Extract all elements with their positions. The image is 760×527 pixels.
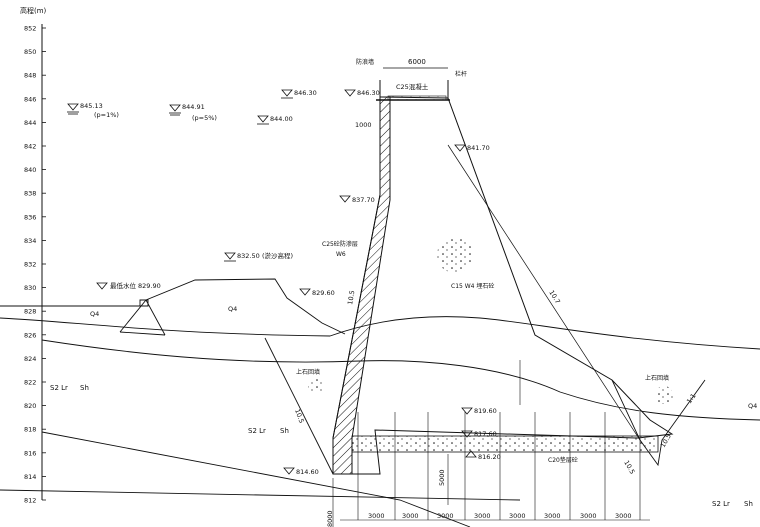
axis-tick-label: 848 — [24, 72, 36, 80]
spacing-dim: 3000 — [615, 512, 632, 520]
side-slope: 1:1 — [685, 392, 698, 405]
face-concrete: C25砼防渗层 — [322, 240, 358, 248]
crest-label-right: 栏杆 — [455, 70, 467, 78]
normal-level: 844.00 — [270, 115, 293, 123]
face-slope: 10.5 — [346, 290, 356, 306]
rock-mid-b: Sh — [280, 427, 289, 435]
elev-829-90: 829.90 — [138, 282, 161, 290]
parapet-dim: 1000 — [355, 121, 372, 129]
axis-tick-label: 830 — [24, 284, 36, 292]
spacing-dim: 3000 — [474, 512, 491, 520]
earth-right: 上石回填 — [645, 374, 669, 382]
axis-tick-label: 814 — [24, 473, 36, 481]
axis-tick-label: 846 — [24, 95, 36, 103]
q4-b: Q4 — [228, 305, 237, 313]
upstream-slope: 10.5 — [293, 408, 305, 424]
flood-design-note: (p=5%) — [192, 114, 217, 122]
spacing-dim: 3000 — [544, 512, 561, 520]
axis-tick-label: 816 — [24, 449, 36, 457]
elev-829-60: 829.60 — [312, 289, 335, 297]
rock-left-b: Sh — [80, 384, 89, 392]
flood-design-level: 844.91 — [182, 103, 205, 111]
grout-depth: 5000 — [438, 469, 446, 486]
axis-tick-label: 828 — [24, 308, 36, 316]
face-concrete-note: W6 — [336, 251, 346, 258]
rock-mid: S2 Lr — [248, 427, 266, 435]
elev-832-50: 832.50 — [237, 252, 260, 260]
q4-c: Q4 — [748, 402, 757, 410]
spacing-dim: 3000 — [437, 512, 454, 520]
crest-level: 846.30 — [357, 89, 380, 97]
crest-width: 6000 — [408, 58, 426, 66]
min-level-label: 最低水位 — [110, 281, 137, 290]
rock-right: S2 Lr — [712, 500, 730, 508]
axis-tick-label: 818 — [24, 426, 36, 434]
axis-tick-label: 840 — [24, 166, 36, 174]
axis-tick-label: 852 — [24, 25, 36, 33]
upstream-fill — [119, 278, 346, 475]
dam-body — [308, 67, 706, 475]
earth-left: 上石回填 — [296, 368, 320, 376]
axis-tick-label: 822 — [24, 379, 36, 387]
check-level: 846.30 — [294, 89, 317, 97]
axis-tick-label: 824 — [24, 355, 36, 363]
water-markers — [67, 89, 477, 475]
base-concrete: C20垫层砼 — [548, 456, 578, 464]
spacing-dim: 3000 — [402, 512, 419, 520]
axis-title: 高程(m) — [20, 6, 47, 15]
flood-check-level: 845.13 — [80, 102, 103, 110]
rock-left: S2 Lr — [50, 384, 68, 392]
elev-837-70: 837.70 — [352, 196, 375, 204]
axis-tick-label: 820 — [24, 402, 36, 410]
spacing-dim: 3000 — [580, 512, 597, 520]
spacing-dim: 3000 — [368, 512, 385, 520]
toe-elev: 814.60 — [296, 468, 319, 476]
axis-tick-label: 826 — [24, 331, 36, 339]
elev-819-60: 819.60 — [474, 407, 497, 415]
axis-tick-label: 812 — [24, 497, 36, 505]
downstream-slope: 10.7 — [547, 289, 561, 306]
elev-816-20: 816.20 — [478, 453, 501, 461]
axis-tick-label: 844 — [24, 119, 36, 127]
axis-tick-label: 850 — [24, 48, 36, 56]
crest-concrete: C25混凝土 — [396, 82, 429, 91]
axis-tick-label: 832 — [24, 261, 36, 269]
elevation-axis: 高程(m) 852 850 848 846 844 842 840 838 836 834 832 8… — [20, 6, 47, 505]
axis-tick-label: 838 — [24, 190, 36, 198]
q4-a: Q4 — [90, 310, 99, 318]
spacing-dim: 3000 — [509, 512, 526, 520]
toe-slope: 10.5 — [622, 459, 636, 476]
silt-note: (淤沙高程) — [262, 251, 293, 260]
ground-lines — [0, 305, 760, 527]
dim-bottom-left: 8000 — [326, 510, 334, 527]
axis-tick-label: 834 — [24, 237, 36, 245]
axis-tick-label: 836 — [24, 213, 36, 221]
crest-label-left: 防浪墙 — [356, 58, 374, 66]
axis-tick-label: 842 — [24, 143, 36, 151]
rock-right-b: Sh — [744, 500, 753, 508]
elev-817-60: 817.60 — [474, 430, 497, 438]
foundation-grid — [332, 412, 650, 527]
elev-841-70: 841.70 — [467, 144, 490, 152]
body-concrete: C15 W4 埋石砼 — [451, 282, 494, 290]
labels: 845.13 (p=1%) 844.91 (p=5%) 846.30 844.0… — [50, 58, 757, 527]
flood-check-note: (p=1%) — [94, 111, 119, 119]
